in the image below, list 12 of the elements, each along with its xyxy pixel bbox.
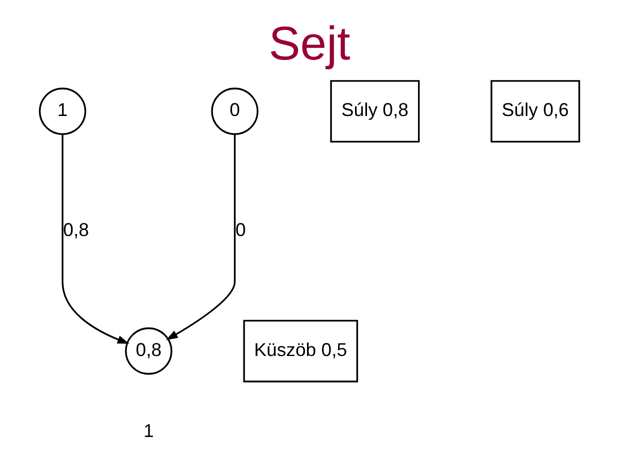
- node-circle: 1: [38, 88, 86, 135]
- diagram-title: Sejt: [268, 18, 350, 71]
- node-label: 1: [143, 420, 154, 441]
- arrow: [61, 134, 129, 344]
- node-box: Súly 0,6: [490, 80, 580, 143]
- arrow: [165, 134, 236, 340]
- edge-label: 0: [235, 218, 246, 240]
- node-box: Küszöb 0,5: [242, 320, 358, 382]
- node-circle: 0,8: [124, 327, 172, 375]
- node-box: Súly 0,8: [330, 80, 420, 143]
- node-circle: 0: [210, 88, 258, 135]
- edge-label: 0,8: [62, 218, 88, 240]
